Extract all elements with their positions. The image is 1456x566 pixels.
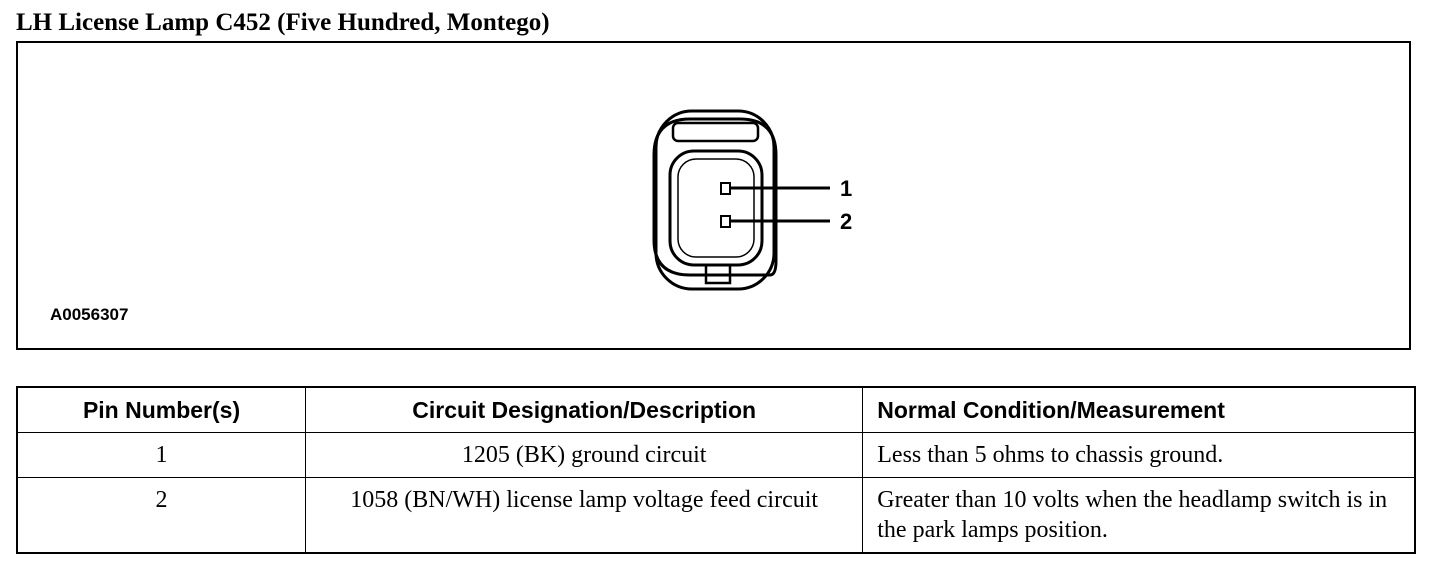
pin-1-label: 1 (840, 176, 853, 201)
pin-1-terminal (720, 182, 731, 195)
header-circuit: Circuit Designation/Description (305, 386, 864, 433)
pin-table: Pin Number(s) Circuit Designation/Descri… (16, 386, 1416, 554)
row-condition: Greater than 10 volts when the headlamp … (862, 477, 1416, 554)
bottom-key (704, 265, 732, 285)
row-pin: 1 (16, 432, 307, 478)
figure-id: A0056307 (50, 305, 129, 324)
locking-tab (671, 121, 760, 143)
pin-2-terminal (720, 215, 731, 228)
connector-shell (654, 109, 776, 291)
row-pin: 2 (16, 477, 307, 554)
pin-2-label: 2 (840, 209, 853, 234)
connector-face-diagram (652, 109, 830, 291)
pin-cavity (668, 149, 764, 267)
row-circuit: 1205 (BK) ground circuit (305, 432, 864, 478)
header-condition: Normal Condition/Measurement (862, 386, 1416, 433)
header-pin-number: Pin Number(s) (16, 386, 307, 433)
row-circuit: 1058 (BN/WH) license lamp voltage feed c… (305, 477, 864, 554)
connector-figure: 1 2 A0056307 (16, 41, 1411, 350)
table-row: 1 1205 (BK) ground circuit Less than 5 o… (16, 432, 1416, 478)
page-title: LH License Lamp C452 (Five Hundred, Mont… (16, 9, 550, 36)
table-row: 2 1058 (BN/WH) license lamp voltage feed… (16, 477, 1416, 554)
table-header-row: Pin Number(s) Circuit Designation/Descri… (16, 386, 1416, 433)
row-condition: Less than 5 ohms to chassis ground. (862, 432, 1416, 478)
